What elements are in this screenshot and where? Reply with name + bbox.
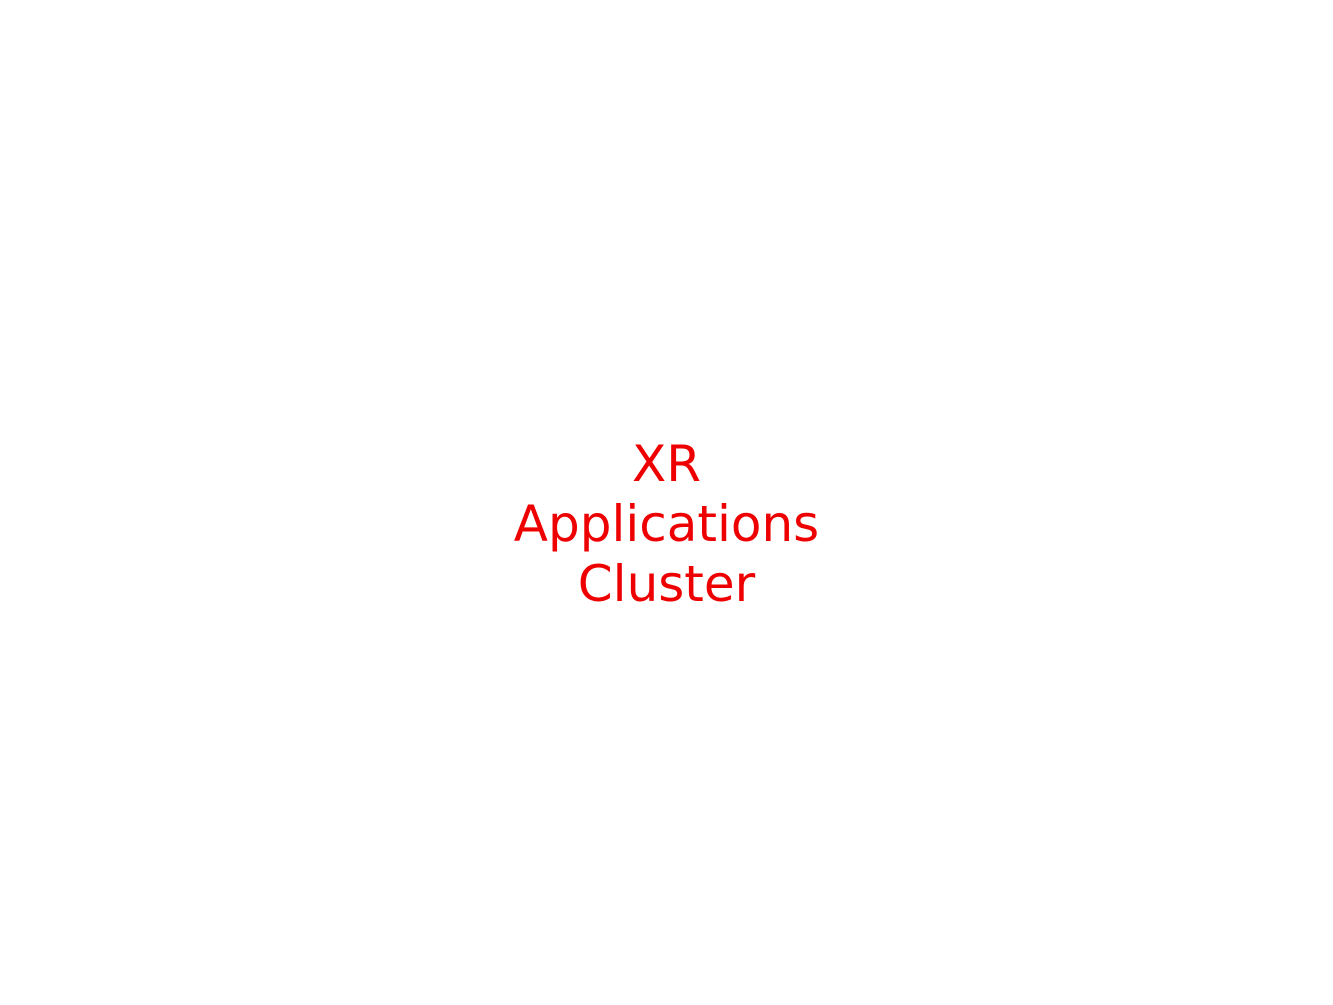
title-line-3: Cluster [577, 555, 756, 613]
title-line-2: Applications [513, 495, 820, 553]
cluster-title: XR Applications Cluster [0, 434, 1333, 614]
title-line-1: XR [632, 435, 701, 493]
